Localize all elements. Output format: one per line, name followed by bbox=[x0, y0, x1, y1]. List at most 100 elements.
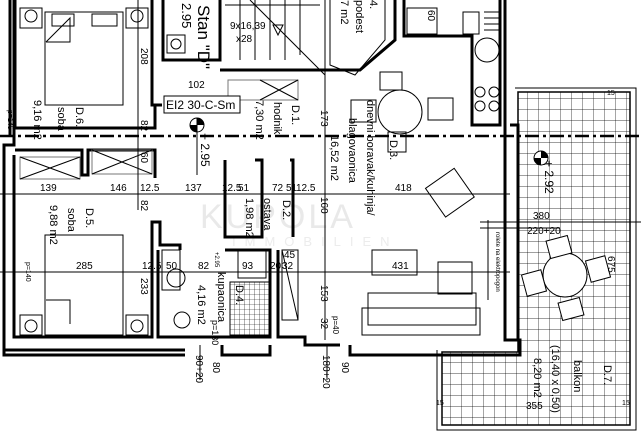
dim-label: 82 bbox=[138, 120, 149, 132]
dim-label: 51 bbox=[286, 183, 298, 194]
room-name: balkon bbox=[571, 360, 583, 392]
dim-label: 15 bbox=[607, 90, 615, 97]
room-area: 8,20 m2 bbox=[531, 358, 543, 398]
dim-label: p=130 bbox=[210, 320, 220, 345]
dim-label: 12.5 bbox=[222, 183, 242, 194]
dim-label: 173 bbox=[318, 110, 329, 127]
room-d2: D.2. ostava 1,98 m2 bbox=[243, 198, 292, 238]
dim-label: 15 bbox=[622, 400, 630, 407]
dim-label: 50 bbox=[166, 261, 178, 272]
window-note: rolete na elektropogon bbox=[494, 232, 500, 292]
room-size: (16,40 x 0,50) bbox=[549, 345, 561, 413]
room-name: soba bbox=[65, 208, 77, 233]
stairs-tread: x28 bbox=[236, 34, 253, 45]
dim-label: 12.5 bbox=[142, 261, 162, 272]
fire-door-rating: EI2 30-C-Sm bbox=[166, 98, 235, 112]
apartment-title: Stan "D" bbox=[194, 5, 213, 69]
dim-label: 93 bbox=[242, 261, 254, 272]
room-area: 4,16 m2 bbox=[195, 285, 207, 325]
title-level: 2.95 bbox=[179, 3, 194, 28]
dim-label: 90+20 bbox=[193, 355, 204, 384]
room-podest: 4. podest 7 m2 bbox=[338, 0, 379, 33]
room-code: D.6. bbox=[73, 107, 85, 127]
room-name: kupaonica bbox=[215, 272, 227, 323]
room-code: D.3. bbox=[387, 140, 399, 160]
room-d5: D.5. soba 9,88 m2 bbox=[47, 205, 95, 245]
dimension-labels-vertical: 208 82 60 82 173 60 160 153 675 233 32 p… bbox=[6, 10, 616, 389]
room-code: D.7. bbox=[601, 365, 613, 385]
level-balcony: + 2.92 bbox=[542, 160, 556, 194]
room-name: dnevni boravak/kuhinja/ bbox=[364, 100, 376, 217]
dim-label: 139 bbox=[40, 183, 57, 194]
level-marker-hall bbox=[189, 117, 205, 175]
dim-label: 32 bbox=[282, 261, 294, 272]
room-area: 9,16 m2 bbox=[31, 100, 43, 140]
dim-label: 72 bbox=[272, 183, 284, 194]
staircase bbox=[166, 0, 326, 76]
dim-label: 15 bbox=[436, 400, 444, 407]
room-name: hodnik bbox=[271, 102, 283, 135]
dimension-labels: 102 139 146 12.5 137 12.5 51 72 51 12.5 … bbox=[40, 80, 630, 412]
bed-d6 bbox=[19, 7, 149, 106]
watermark-sub: IMMOBILIEN bbox=[232, 234, 399, 249]
dim-label: 60 bbox=[138, 152, 149, 164]
bathroom-fixtures bbox=[161, 249, 299, 336]
dim-label: 285 bbox=[76, 261, 93, 272]
stairs-steps: 9x16,39 bbox=[230, 21, 266, 32]
dim-label: 675 bbox=[605, 256, 616, 273]
room-area: 16,52 m2 bbox=[328, 135, 340, 181]
dining-table bbox=[350, 71, 454, 153]
room-area: 9,88 m2 bbox=[47, 205, 59, 245]
dim-label: 146 bbox=[110, 183, 127, 194]
room-area: 7,30 m2 bbox=[253, 100, 265, 140]
room-d7: D.7. balkon (16,40 x 0,50) 8,20 m2 bbox=[531, 345, 613, 413]
dim-label: p=140 bbox=[24, 262, 31, 282]
dim-label: 431 bbox=[392, 261, 409, 272]
watermark: KUPOLA bbox=[200, 198, 356, 236]
dim-label: 80 bbox=[210, 362, 221, 374]
room-name: podest bbox=[353, 0, 365, 33]
balcony-railing bbox=[436, 87, 637, 431]
room-d4: D.4. kupaonica 4,16 m2 bbox=[195, 272, 245, 325]
dim-label: 418 bbox=[395, 183, 412, 194]
dim-label: p=145 bbox=[6, 110, 13, 130]
room-code: D.1. bbox=[289, 105, 301, 125]
room-d1: D.1. hodnik 7,30 m2 bbox=[253, 100, 301, 140]
dimension-lines bbox=[0, 0, 641, 380]
dim-label: 102 bbox=[188, 80, 205, 91]
dim-label: 51 bbox=[238, 183, 250, 194]
dim-label: 82 bbox=[198, 261, 210, 272]
room-code: D.5. bbox=[83, 208, 95, 228]
dim-label: 137 bbox=[185, 183, 202, 194]
dim-label: 208 bbox=[138, 48, 149, 65]
room-d6: D.6. soba 9,16 m2 bbox=[31, 100, 85, 140]
room-code: D.4. bbox=[233, 285, 245, 305]
fire-door-label-box bbox=[163, 95, 241, 114]
dim-label: 20 bbox=[270, 261, 282, 272]
living-furniture bbox=[361, 167, 489, 336]
dim-label: 380 bbox=[533, 211, 550, 222]
room-area: 7 m2 bbox=[338, 0, 350, 24]
kitchen bbox=[406, 7, 500, 112]
level-hall: + 2.95 bbox=[198, 133, 212, 167]
dim-label: 355 bbox=[526, 401, 543, 412]
room-name: soba bbox=[55, 107, 67, 132]
dim-label: 32 bbox=[318, 318, 329, 330]
dim-label: 82 bbox=[138, 200, 149, 212]
balcony-table bbox=[520, 234, 612, 322]
dim-label: 60 bbox=[425, 10, 436, 22]
balcony-floor bbox=[441, 91, 631, 426]
room-name: ostava bbox=[261, 198, 273, 231]
room-name-2: blagovaonica bbox=[346, 118, 358, 184]
room-code: 4. bbox=[367, 0, 379, 9]
wardrobes bbox=[19, 79, 299, 180]
dim-label: 90 bbox=[339, 362, 350, 374]
dim-label: 233 bbox=[138, 278, 149, 295]
dim-label: 45 bbox=[284, 250, 296, 261]
dim-label: 12.5 bbox=[296, 183, 316, 194]
level-marker-balcony bbox=[533, 150, 549, 166]
dim-label: 153 bbox=[318, 285, 329, 302]
room-area: 1,98 m2 bbox=[243, 198, 255, 238]
dim-label: 12.5 bbox=[140, 183, 160, 194]
